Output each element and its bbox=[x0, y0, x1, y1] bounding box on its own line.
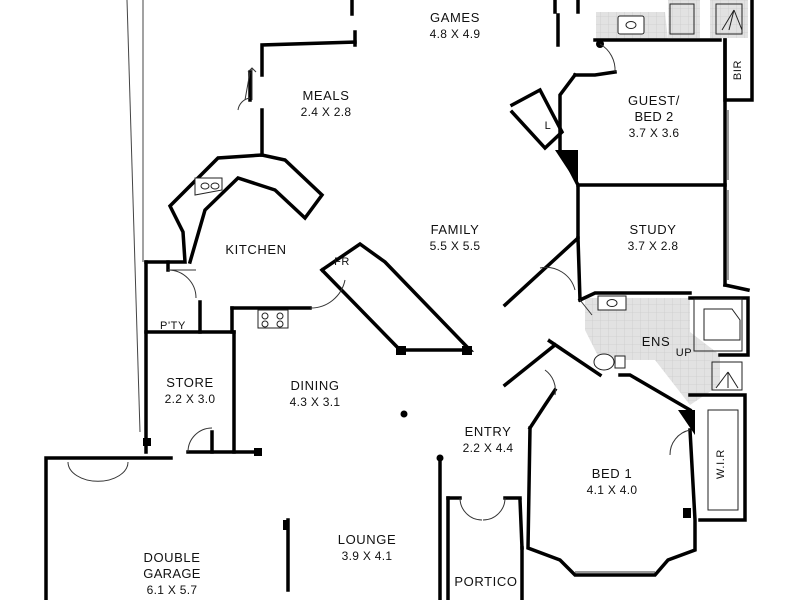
fixtures bbox=[194, 3, 743, 511]
study-dims: 3.7 X 2.8 bbox=[627, 239, 679, 253]
room-label-bed1: BED 1 4.1 X 4.0 bbox=[562, 466, 662, 498]
garage-name: DOUBLE bbox=[143, 550, 201, 565]
room-label-family: FAMILY 5.5 X 5.5 bbox=[405, 222, 505, 254]
room-label-study: STUDY 3.7 X 2.8 bbox=[603, 222, 703, 254]
room-label-portico: PORTICO bbox=[444, 574, 528, 590]
stair-up-label: UP bbox=[672, 345, 696, 361]
store-name: STORE bbox=[166, 375, 214, 390]
meals-dims: 2.4 X 2.8 bbox=[300, 105, 352, 119]
ens-shower bbox=[693, 298, 743, 352]
room-label-garage: DOUBLE GARAGE 6.1 X 5.7 bbox=[122, 550, 222, 598]
garage-dims: 6.1 X 5.7 bbox=[146, 583, 198, 597]
dining-name: DINING bbox=[290, 378, 340, 393]
entry-dims: 2.2 X 4.4 bbox=[462, 441, 514, 455]
tiled-areas bbox=[585, 0, 748, 405]
boundary-lines bbox=[126, 0, 144, 433]
room-label-dining: DINING 4.3 X 3.1 bbox=[265, 378, 365, 410]
portico-name: PORTICO bbox=[454, 574, 518, 589]
room-label-fridge: FR bbox=[330, 254, 354, 270]
guest-name2: BED 2 bbox=[634, 109, 674, 124]
entry-name: ENTRY bbox=[464, 424, 512, 439]
fridge-name: FR bbox=[334, 256, 350, 268]
room-label-wir: W.I.R bbox=[713, 439, 729, 489]
wardrobe bbox=[707, 409, 739, 511]
room-label-store: STORE 2.2 X 3.0 bbox=[140, 375, 240, 407]
room-label-pantry: P'TY bbox=[148, 318, 198, 334]
room-label-entry: ENTRY 2.2 X 4.4 bbox=[438, 424, 538, 456]
bir-name: BIR bbox=[732, 59, 744, 81]
room-label-games: GAMES 4.8 X 4.9 bbox=[405, 10, 505, 42]
shower bbox=[669, 3, 695, 35]
door-swings bbox=[67, 43, 691, 521]
room-label-linen: L bbox=[538, 118, 558, 134]
room-label-ens: ENS bbox=[636, 334, 676, 350]
store-dims: 2.2 X 3.0 bbox=[164, 392, 216, 406]
stair-name: UP bbox=[675, 347, 693, 359]
toilet-icon bbox=[593, 353, 615, 371]
garage-name2: GARAGE bbox=[143, 566, 201, 581]
room-label-guest: GUEST/ BED 2 3.7 X 3.6 bbox=[604, 93, 704, 141]
family-dims: 5.5 X 5.5 bbox=[429, 239, 481, 253]
dining-dims: 4.3 X 3.1 bbox=[289, 395, 341, 409]
lounge-dims: 3.9 X 4.1 bbox=[341, 549, 393, 563]
games-name: GAMES bbox=[430, 10, 480, 25]
vanity-basin bbox=[617, 15, 645, 35]
meals-name: MEALS bbox=[302, 88, 350, 103]
study-name: STUDY bbox=[629, 222, 677, 237]
bed1-name: BED 1 bbox=[591, 466, 633, 481]
pantry-name: P'TY bbox=[160, 320, 186, 332]
ens-name: ENS bbox=[641, 334, 671, 349]
wall-fills bbox=[143, 40, 695, 530]
room-label-kitchen: KITCHEN bbox=[206, 242, 306, 258]
guest-dims: 3.7 X 3.6 bbox=[628, 126, 680, 140]
room-label-bir: BIR bbox=[730, 58, 746, 82]
windows bbox=[247, 67, 729, 573]
lounge-name: LOUNGE bbox=[337, 532, 397, 547]
family-name: FAMILY bbox=[430, 222, 480, 237]
stair-icon bbox=[711, 361, 743, 391]
linen-name: L bbox=[544, 120, 552, 132]
kitchen-name: KITCHEN bbox=[225, 242, 287, 257]
games-dims: 4.8 X 4.9 bbox=[429, 27, 481, 41]
bath bbox=[715, 3, 743, 35]
room-label-meals: MEALS 2.4 X 2.8 bbox=[276, 88, 376, 120]
room-label-lounge: LOUNGE 3.9 X 4.1 bbox=[317, 532, 417, 564]
ens-basin bbox=[597, 295, 627, 311]
guest-name: GUEST/ bbox=[628, 93, 680, 108]
wir-name: W.I.R bbox=[715, 449, 727, 479]
bed1-dims: 4.1 X 4.0 bbox=[586, 483, 638, 497]
